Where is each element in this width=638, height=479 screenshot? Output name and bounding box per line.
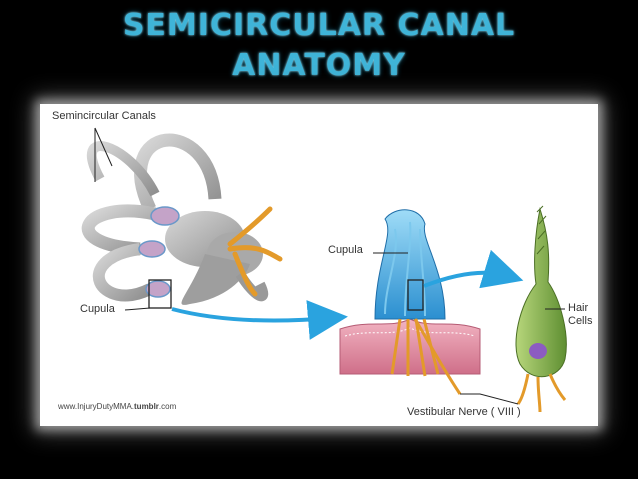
figure-panel: Semincircular Canals Cupula Cupula Hair … bbox=[40, 104, 598, 426]
label-cells-line2: Cells bbox=[568, 315, 593, 327]
credit-prefix: www.InjuryDutyMMA. bbox=[58, 402, 135, 411]
credit-tld: .com bbox=[158, 402, 177, 411]
label-hair-line1: Hair bbox=[568, 302, 589, 314]
label-cupula-left: Cupula bbox=[80, 303, 115, 315]
semicircular-canal-diagram bbox=[81, 127, 567, 413]
flow-arrow-1 bbox=[171, 300, 348, 340]
slide-title-line2: ANATOMY bbox=[232, 48, 406, 83]
label-cupula-middle: Cupula bbox=[328, 244, 363, 256]
credit-tumblr: tumblr bbox=[134, 402, 159, 411]
cupula-cross-section bbox=[339, 209, 481, 395]
image-credit: www.InjuryDutyMMA.tumblr.com bbox=[58, 402, 176, 411]
flow-arrow-2 bbox=[423, 249, 524, 289]
label-vestibular-nerve: Vestibular Nerve ( VIII ) bbox=[407, 406, 521, 418]
hair-cell-illustration bbox=[515, 205, 567, 413]
slide-title-line1: SEMICIRCULAR CANAL bbox=[122, 8, 516, 43]
label-semicircular-canals: Semincircular Canals bbox=[52, 110, 156, 122]
semicircular-canals-illustration bbox=[81, 133, 283, 309]
